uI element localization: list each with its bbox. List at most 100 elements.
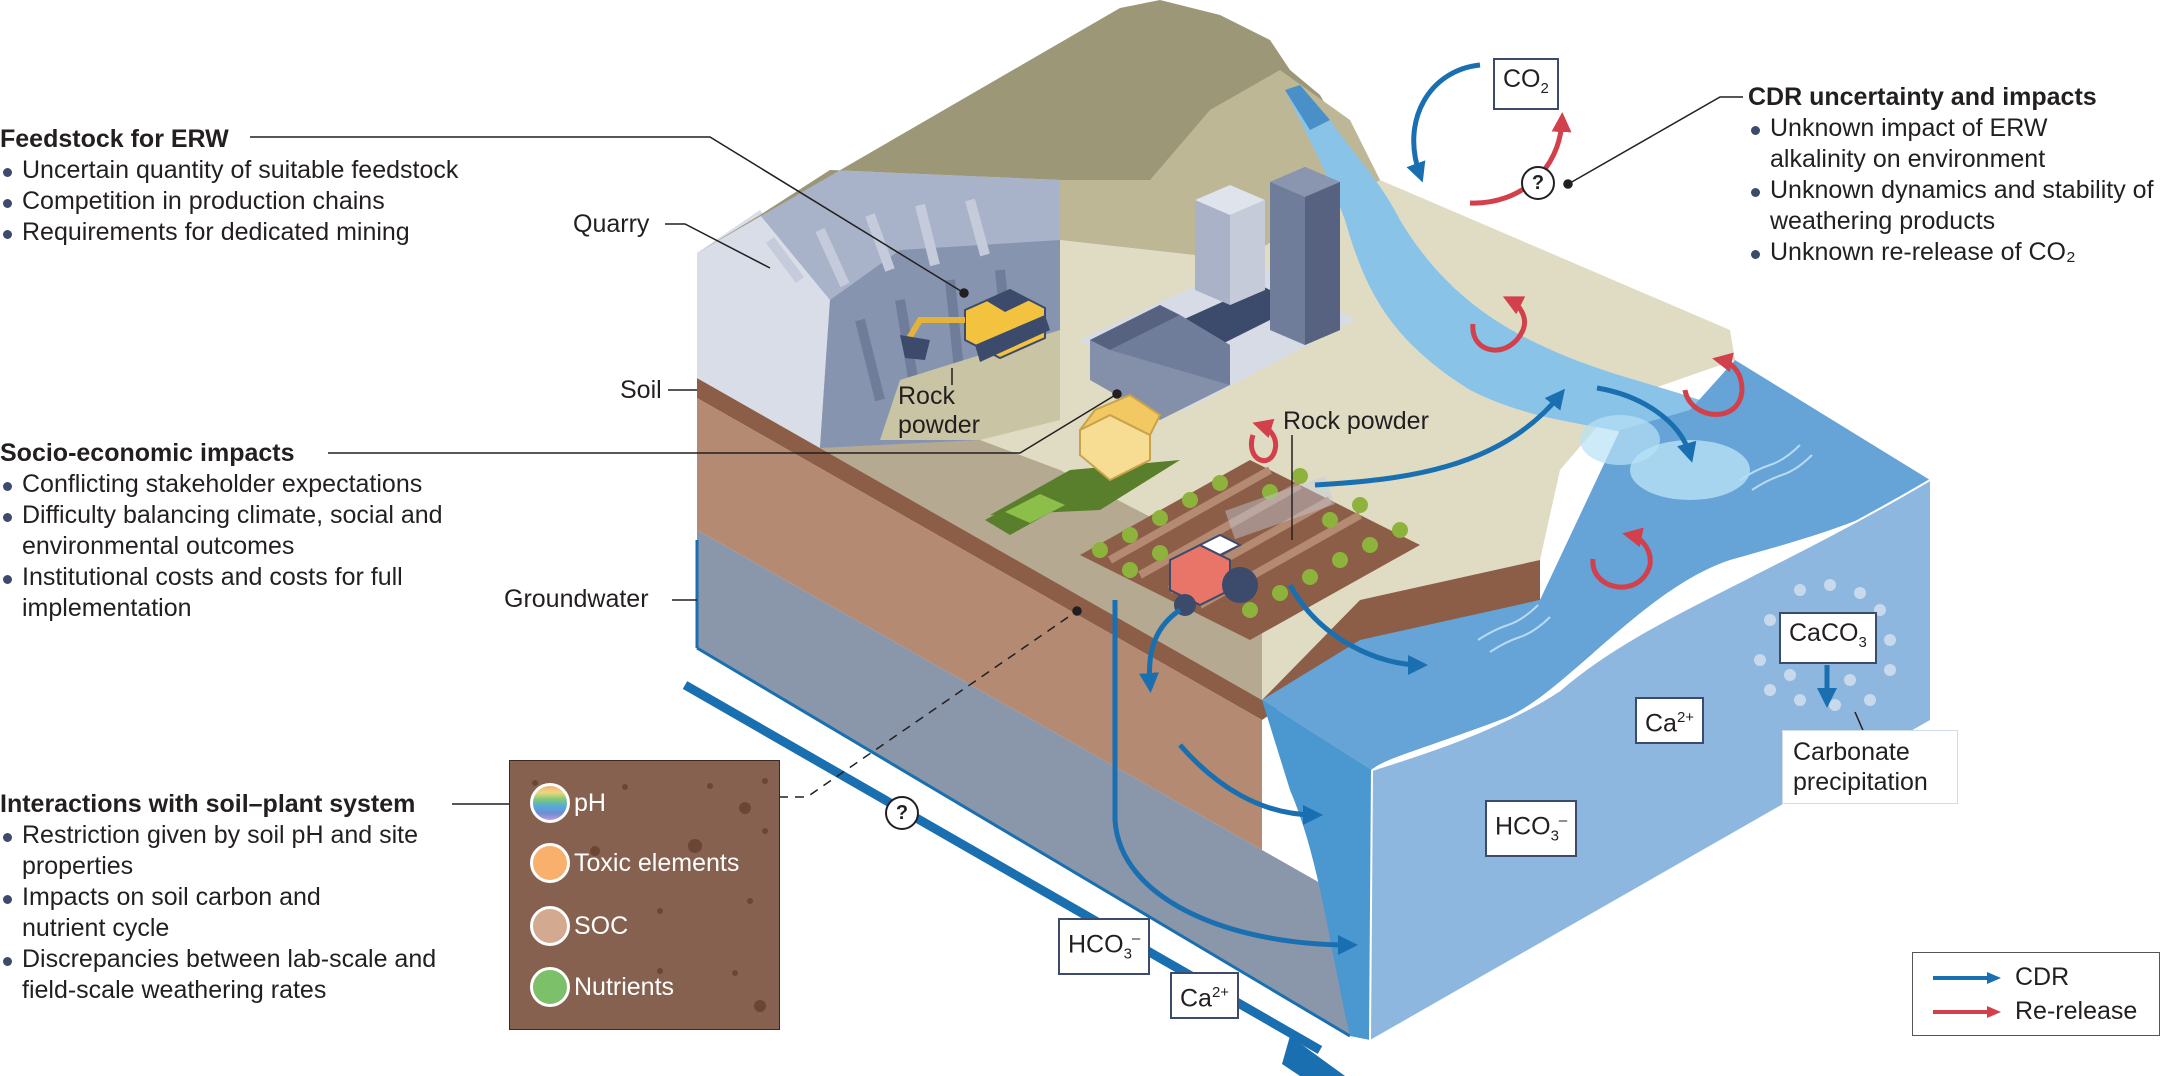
hco3-ground-box: HCO3– bbox=[1058, 918, 1151, 976]
groundwater-label: Groundwater bbox=[504, 585, 649, 613]
groundwater-flow-arrowhead bbox=[1282, 1036, 1345, 1076]
cdr-arrow-co2-uptake bbox=[1406, 62, 1481, 183]
nutrients-cycle-icon bbox=[530, 967, 570, 1007]
cdr-arrow-field-to-sea bbox=[1287, 583, 1428, 675]
caco3-sub: 3 bbox=[1858, 634, 1867, 651]
question-icon-cdr: ? bbox=[1521, 166, 1555, 200]
list-item: Unknown dynamics and stability of weathe… bbox=[1748, 175, 2166, 237]
ca-sea-box: Ca2+ bbox=[1635, 697, 1705, 745]
socio-panel: Socio-economic impacts Conflicting stake… bbox=[0, 438, 520, 624]
list-item: Conflicting stakeholder expectations bbox=[0, 469, 520, 500]
crop-field bbox=[1080, 460, 1420, 640]
rerelease-arrow-sea bbox=[1590, 527, 1653, 590]
hco3-sea-box: HCO3– bbox=[1485, 800, 1578, 858]
skyscraper bbox=[1270, 167, 1340, 345]
feedstock-panel: Feedstock for ERW Uncertain quantity of … bbox=[0, 124, 458, 248]
co2-box: CO2 bbox=[1493, 58, 1559, 110]
leader-cdr bbox=[1569, 96, 1743, 184]
list-item: Difficulty balancing climate, social and… bbox=[0, 500, 520, 562]
co2-base: CO bbox=[1503, 65, 1541, 93]
legend-label: Re-release bbox=[2015, 997, 2138, 1025]
soil-plant-panel: Interactions with soil–plant system Rest… bbox=[0, 789, 450, 1006]
waves bbox=[1477, 444, 1813, 653]
socio-title: Socio-economic impacts bbox=[0, 439, 295, 467]
list-item: Impacts on soil carbon and nutrient cycl… bbox=[0, 882, 402, 944]
soil-factor-soc: SOC bbox=[530, 906, 628, 946]
cdr-arrow-field-down bbox=[1139, 607, 1182, 693]
list-item: Competition in production chains bbox=[0, 186, 458, 217]
ca-sea-base: Ca bbox=[1645, 709, 1677, 738]
soil-texture bbox=[532, 778, 768, 1012]
socio-list: Conflicting stakeholder expectations Dif… bbox=[0, 469, 520, 624]
feedstock-title: Feedstock for ERW bbox=[0, 125, 229, 153]
soil-label: Soil bbox=[620, 376, 662, 404]
hco3-ground-base: HCO bbox=[1068, 930, 1124, 959]
quarry-label: Quarry bbox=[573, 210, 650, 238]
sea-surface bbox=[1262, 360, 1930, 770]
soil-factors-box: pH Toxic elements SOC Nutrients bbox=[509, 760, 780, 1030]
legend-item-rerelease: Re-release bbox=[1931, 997, 2137, 1026]
hco3-sea-base: HCO bbox=[1495, 812, 1551, 841]
leader-socio bbox=[328, 393, 1118, 454]
question-icon-groundwater: ? bbox=[885, 796, 919, 830]
caco3-box: CaCO3 bbox=[1779, 612, 1877, 664]
co2-sub: 2 bbox=[1540, 80, 1549, 97]
hco3-ground-sup: – bbox=[1131, 930, 1141, 947]
excavator bbox=[900, 288, 1050, 362]
cdr-title: CDR uncertainty and impacts bbox=[1748, 83, 2097, 111]
hco3-sea-sup: – bbox=[1558, 812, 1568, 829]
hco3-sea-sub: 3 bbox=[1550, 827, 1559, 845]
tractor bbox=[1169, 533, 1258, 616]
soil-layer-top bbox=[697, 378, 1262, 720]
crops bbox=[1092, 468, 1408, 618]
office-building bbox=[1195, 185, 1265, 305]
soil-factor-nutrients: Nutrients bbox=[530, 967, 674, 1007]
soil-factor-label: Toxic elements bbox=[574, 848, 740, 877]
leader-lines bbox=[250, 96, 1866, 805]
barn bbox=[1079, 393, 1162, 482]
legend-item-cdr: CDR bbox=[1931, 963, 2069, 992]
carbonate-particles bbox=[1754, 579, 1896, 711]
rerelease-arrow-coast bbox=[1682, 352, 1745, 417]
leader-quarry bbox=[665, 223, 771, 269]
rerelease-arrow-field bbox=[1248, 418, 1279, 464]
cdr-arrow-soil-to-sea bbox=[1178, 743, 1323, 825]
soil-layer bbox=[697, 398, 1262, 850]
city bbox=[1080, 167, 1355, 420]
leader-soil-plant-dashed bbox=[779, 610, 1078, 798]
farm bbox=[985, 393, 1420, 640]
cdr-arrow-field-to-river bbox=[1314, 388, 1566, 488]
list-item: Discrepancies between lab-scale and fiel… bbox=[0, 944, 462, 1006]
list-item: Requirements for dedicated mining bbox=[0, 217, 458, 248]
ca-sea-sup: 2+ bbox=[1676, 709, 1695, 726]
cdr-panel: CDR uncertainty and impacts Unknown impa… bbox=[1748, 82, 2166, 268]
list-item: Uncertain quantity of suitable feedstock bbox=[0, 155, 458, 186]
ca-ground-sup: 2+ bbox=[1211, 984, 1230, 1001]
soil-plant-title: Interactions with soil–plant system bbox=[0, 790, 416, 818]
list-item: Restriction given by soil pH and site pr… bbox=[0, 820, 422, 882]
rerelease-arrow-icon bbox=[1933, 1005, 2001, 1018]
soil-factor-label: pH bbox=[574, 788, 606, 817]
soil-factor-toxic: Toxic elements bbox=[530, 843, 739, 883]
ca-ground-box: Ca2+ bbox=[1170, 972, 1240, 1020]
soil-plant-list: Restriction given by soil pH and site pr… bbox=[0, 820, 450, 1006]
toxic-elements-cycle-icon bbox=[530, 843, 570, 883]
caco3-base: CaCO bbox=[1789, 619, 1859, 647]
cdr-arrow-deep-groundwater bbox=[1112, 600, 1358, 955]
list-item: Institutional costs and costs for full i… bbox=[0, 562, 462, 624]
legend-label: CDR bbox=[2015, 963, 2070, 991]
cdr-list: Unknown impact of ERW alkalinity on envi… bbox=[1748, 113, 2166, 268]
rock-powder-quarry-label: Rock powder bbox=[898, 382, 980, 439]
rerelease-arrow-river bbox=[1470, 296, 1527, 353]
soc-cycle-icon bbox=[530, 906, 570, 946]
carbonate-precipitation-label: Carbonate precipitation bbox=[1782, 730, 1958, 804]
list-item: Unknown re-release of CO₂ bbox=[1748, 237, 2166, 268]
hco3-ground-sub: 3 bbox=[1123, 945, 1132, 963]
feedstock-list: Uncertain quantity of suitable feedstock… bbox=[0, 155, 458, 248]
cdr-arrows bbox=[1112, 62, 1837, 955]
leader-feedstock bbox=[250, 136, 965, 294]
soil-factor-label: SOC bbox=[574, 911, 629, 940]
soil-factor-label: Nutrients bbox=[574, 972, 675, 1001]
soil-factor-ph: pH bbox=[530, 783, 606, 823]
legend: CDR Re-release bbox=[1912, 952, 2160, 1036]
